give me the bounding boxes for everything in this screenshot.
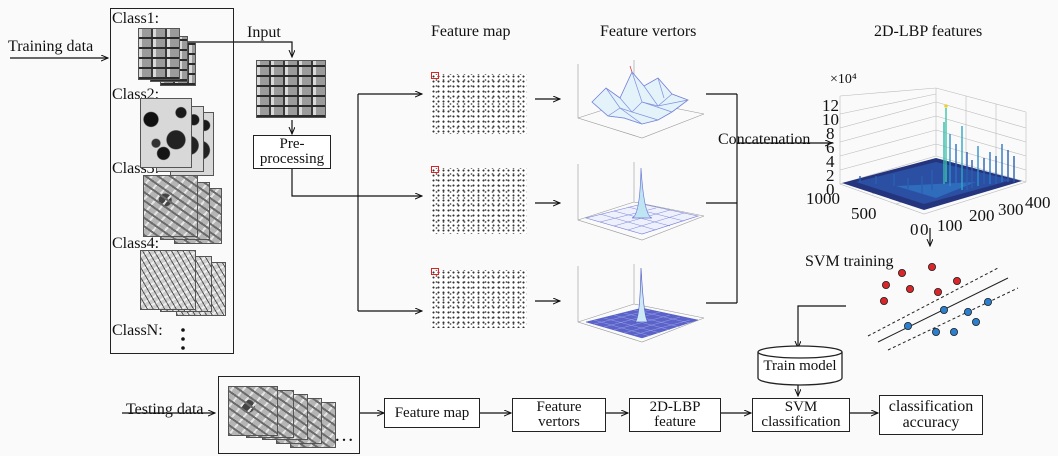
lbp-feature-plot [839,87,1027,215]
svm-training-label: SVM training [805,253,894,270]
x-tick-300: 300 [998,200,1024,219]
z-tick-8: 8 [826,124,835,143]
class1-label: Class1: [112,10,160,27]
x-tick-100: 100 [937,216,963,235]
z-multiplier-label: ×10⁴ [830,72,857,87]
svm-training-plot [867,262,1019,351]
test-lbp-feature-box: 2D-LBP feature [629,398,721,432]
testing-data-label: Testing data [126,401,204,418]
test-feature-vectors-box: Feature vertors [512,398,606,432]
preprocessing-line2: processing [259,151,325,167]
z-tick-2: 2 [826,166,835,185]
class4-label: Class4: [112,235,160,252]
concatenation-label: Concatenation [718,131,811,148]
svm-classification-line2: classification [761,414,841,430]
input-image [256,60,326,118]
class3-image [143,175,198,237]
z-tick-12: 12 [822,96,839,115]
test-feature-map-box: Feature map [384,398,480,428]
feature-vectors-line1: Feature [536,399,582,415]
train-model-label: Train model [763,358,837,374]
preprocessing-line1: Pre- [279,136,305,152]
classN-label: ClassN: [112,322,163,339]
y-tick-500: 500 [851,204,877,223]
accuracy-line1: classification [888,398,974,415]
horizontal-ellipsis: … [334,424,354,446]
input-label: Input [247,24,281,41]
classification-accuracy-box: classification accuracy [879,395,983,435]
class2-image [140,98,192,168]
feature-map-2 [431,166,527,234]
train-model-cylinder [757,345,843,386]
test-feature-map-label: Feature map [394,404,470,421]
lbp-feature-line2: feature [654,414,696,430]
lbp-features-heading: 2D-LBP features [874,23,983,40]
class1-image [138,28,180,80]
region-marker-icon [431,72,439,79]
feature-vectors-heading: Feature vertors [600,23,697,40]
y-tick-0: 0 [910,220,919,239]
z-tick-0: 0 [826,180,835,199]
training-data-label: Training data [8,38,94,55]
region-marker-icon [431,268,439,275]
z-tick-10: 10 [822,110,839,129]
feature-map-1 [431,72,527,134]
class4-image [140,250,196,310]
z-tick-6: 6 [826,138,835,157]
x-tick-0: 0 [920,220,929,239]
region-marker-icon [431,166,439,173]
svm-classification-box: SVM classification [752,398,850,432]
feature-map-heading: Feature map [431,23,511,40]
vertical-ellipsis [181,328,185,350]
y-tick-1000: 1000 [806,189,840,208]
x-tick-200: 200 [969,206,995,225]
lbp-feature-line1: 2D-LBP [649,399,701,415]
feature-vector-plot-2 [577,162,705,241]
test-image-1 [228,386,278,436]
training-classes-panel [110,8,234,354]
feature-map-3 [431,268,527,328]
feature-vector-plot-1 [577,60,705,139]
svm-classification-line1: SVM [784,399,818,415]
feature-vector-plot-3 [577,264,705,343]
feature-vectors-line2: vertors [538,414,580,430]
preprocessing-box: Pre- processing [253,135,331,169]
x-tick-400: 400 [1025,193,1051,212]
accuracy-line2: accuracy [902,414,960,431]
z-tick-4: 4 [826,152,835,171]
testing-images-panel [218,376,360,454]
